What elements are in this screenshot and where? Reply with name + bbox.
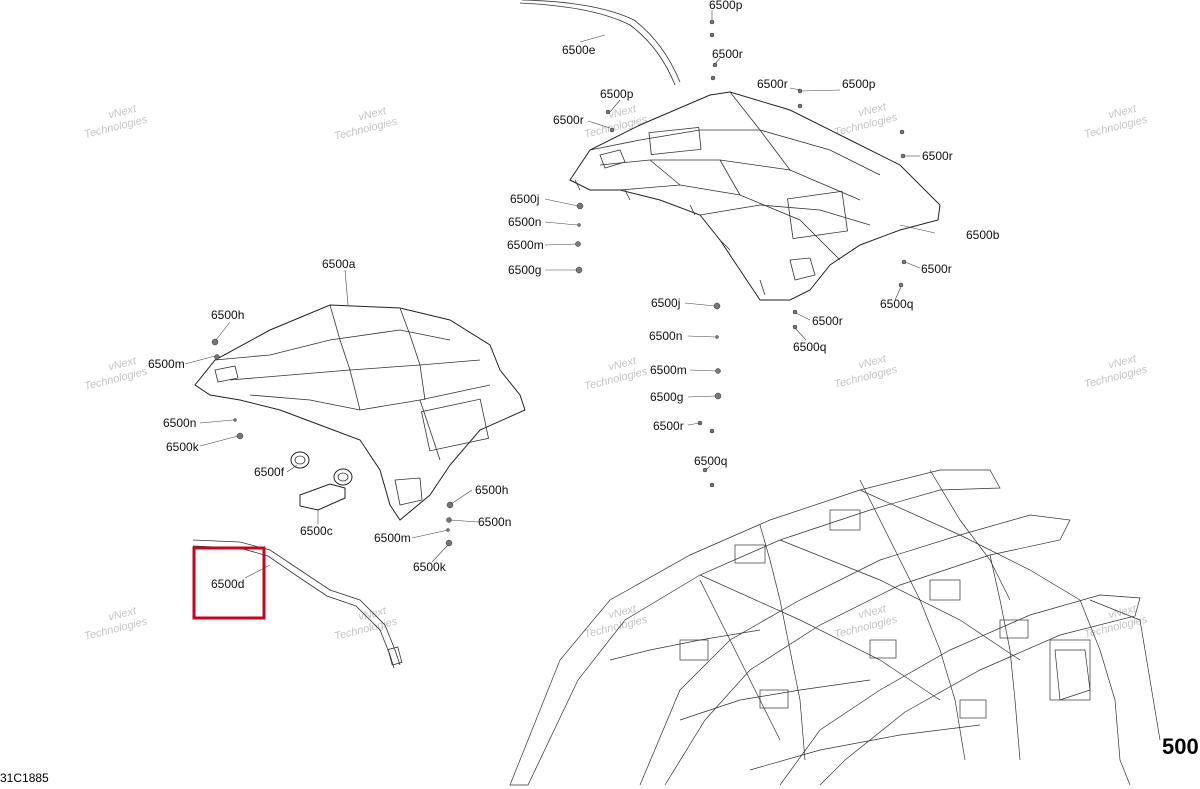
fastener [712,62,718,68]
fastener [709,482,715,488]
fastener [715,335,719,339]
fastener [797,103,803,109]
label-6500q: 6500q [694,454,727,468]
watermark: vNext Technologies [833,603,899,641]
roll-cage-frame [509,469,1161,786]
label-6500k: 6500k [413,560,447,574]
label-6500r: 6500r [553,113,584,127]
label-6500e: 6500e [562,43,596,57]
label-6500n: 6500n [508,215,541,229]
highlight-box-6500d [192,546,266,620]
fastener [792,324,798,330]
rubber-inner [337,472,349,482]
watermark: vNext Technologies [83,103,149,141]
rubber-6500f-1 [290,451,310,469]
label-6500m: 6500m [507,238,544,252]
fastener [899,129,905,135]
watermark: vNext Technologies [833,353,899,391]
fastener [709,428,715,434]
label-6500c: 6500c [300,524,333,538]
fastener [577,223,581,227]
fastener [445,539,453,547]
label-6500r: 6500r [653,419,684,433]
label-6500b: 6500b [966,228,1000,242]
label-6500r: 6500r [921,262,952,276]
fastener [901,259,907,265]
label-6500n: 6500n [478,515,511,529]
fastener [211,338,219,346]
watermark: vNext Technologies [1083,103,1149,141]
label-6500g: 6500g [650,390,683,404]
fastener [609,127,615,133]
fastener [233,418,237,422]
label-6500r: 6500r [757,77,788,91]
watermark: vNext Technologies [83,355,149,393]
watermark: vNext Technologies [583,603,649,641]
watermark: vNext Technologies [333,105,399,143]
label-6500q: 6500q [880,297,913,311]
fastener [575,241,581,247]
label-6500h: 6500h [475,483,508,497]
watermark: vNext Technologies [1083,353,1149,391]
label-6500r: 6500r [922,149,953,163]
fastener [710,75,716,81]
label-6500h: 6500h [211,308,244,322]
watermark: vNext Technologies [333,605,399,643]
page-number: 500 [1162,734,1199,759]
label-6500r: 6500r [812,314,843,328]
fastener [709,32,715,38]
label-6500a: 6500a [322,257,356,271]
watermark: vNext Technologies [833,101,899,139]
label-6500j: 6500j [651,296,680,310]
fastener [446,501,454,509]
rubber-inner [294,455,306,465]
label-6500m: 6500m [650,363,687,377]
trim-6500e [519,0,681,86]
watermark: vNext Technologies [83,605,149,643]
label-6500p: 6500p [600,87,634,101]
pad-6500c [299,483,346,511]
rubber-6500f-2 [333,468,353,486]
label-6500f: 6500f [254,465,285,479]
leader-lines [184,10,936,579]
label-6500p: 6500p [842,77,876,91]
label-6500k: 6500k [166,440,200,454]
fastener [702,467,708,473]
roof-panel-6500a [194,304,526,521]
label-6500n: 6500n [649,329,682,343]
fastener [898,282,904,288]
figure-id: 31C1885 [0,771,49,785]
label-6500q: 6500q [793,340,826,354]
fastener [709,19,715,25]
roof-panel-6500b [569,91,941,301]
label-6500m: 6500m [148,357,185,371]
label-6500n: 6500n [163,416,196,430]
fastener [715,368,721,374]
label-6500r: 6500r [712,47,743,61]
label-6500d: 6500d [211,577,244,591]
fastener [605,109,611,115]
label-6500g: 6500g [508,263,541,277]
fastener [214,354,220,360]
callout-labels: 6500a 6500b 6500c 6500d 6500e 6500f 6500… [148,0,1000,591]
small-parts [211,19,907,547]
label-6500p: 6500p [709,0,743,12]
label-6500m: 6500m [374,531,411,545]
watermark: vNext Technologies [583,355,649,393]
label-6500j: 6500j [510,192,539,206]
trim-6500d [192,539,403,669]
